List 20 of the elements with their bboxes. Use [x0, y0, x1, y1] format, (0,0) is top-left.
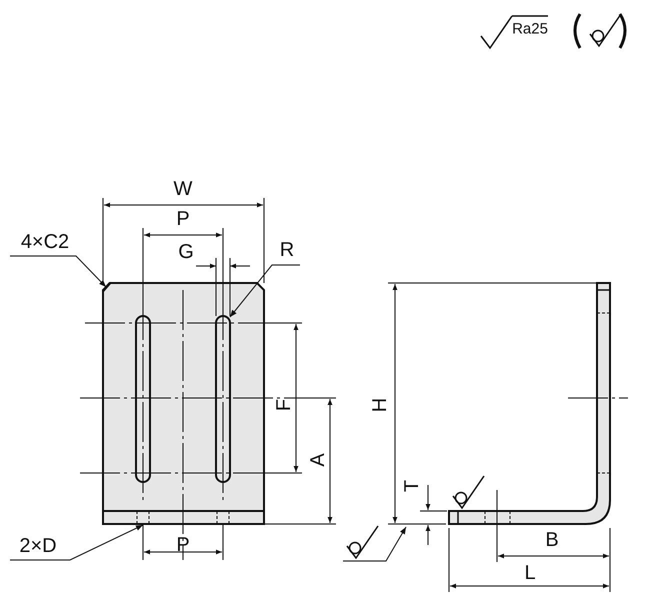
dimension-label: B	[545, 530, 559, 550]
callout-label: R	[280, 240, 294, 260]
leader-line	[10, 256, 106, 288]
hole	[136, 510, 150, 524]
leader-line	[230, 264, 300, 318]
dimension-label: A	[308, 453, 328, 467]
leader-line	[10, 524, 144, 560]
dimension-label: T	[402, 480, 422, 492]
dimension-label: F	[274, 398, 294, 412]
dimension-label: H	[370, 398, 390, 412]
dimension-label: G	[178, 242, 194, 262]
chamfer	[102, 282, 111, 292]
callout-label: 2×D	[19, 536, 57, 556]
dimension-label: W	[174, 179, 192, 199]
dimension-label: P	[176, 535, 190, 555]
dimension-label: L	[524, 563, 536, 583]
roughness-value: Ra25	[512, 22, 548, 36]
slot	[215, 315, 231, 483]
callout-label: 4×C2	[20, 232, 70, 252]
dimension-label: P	[176, 209, 190, 229]
